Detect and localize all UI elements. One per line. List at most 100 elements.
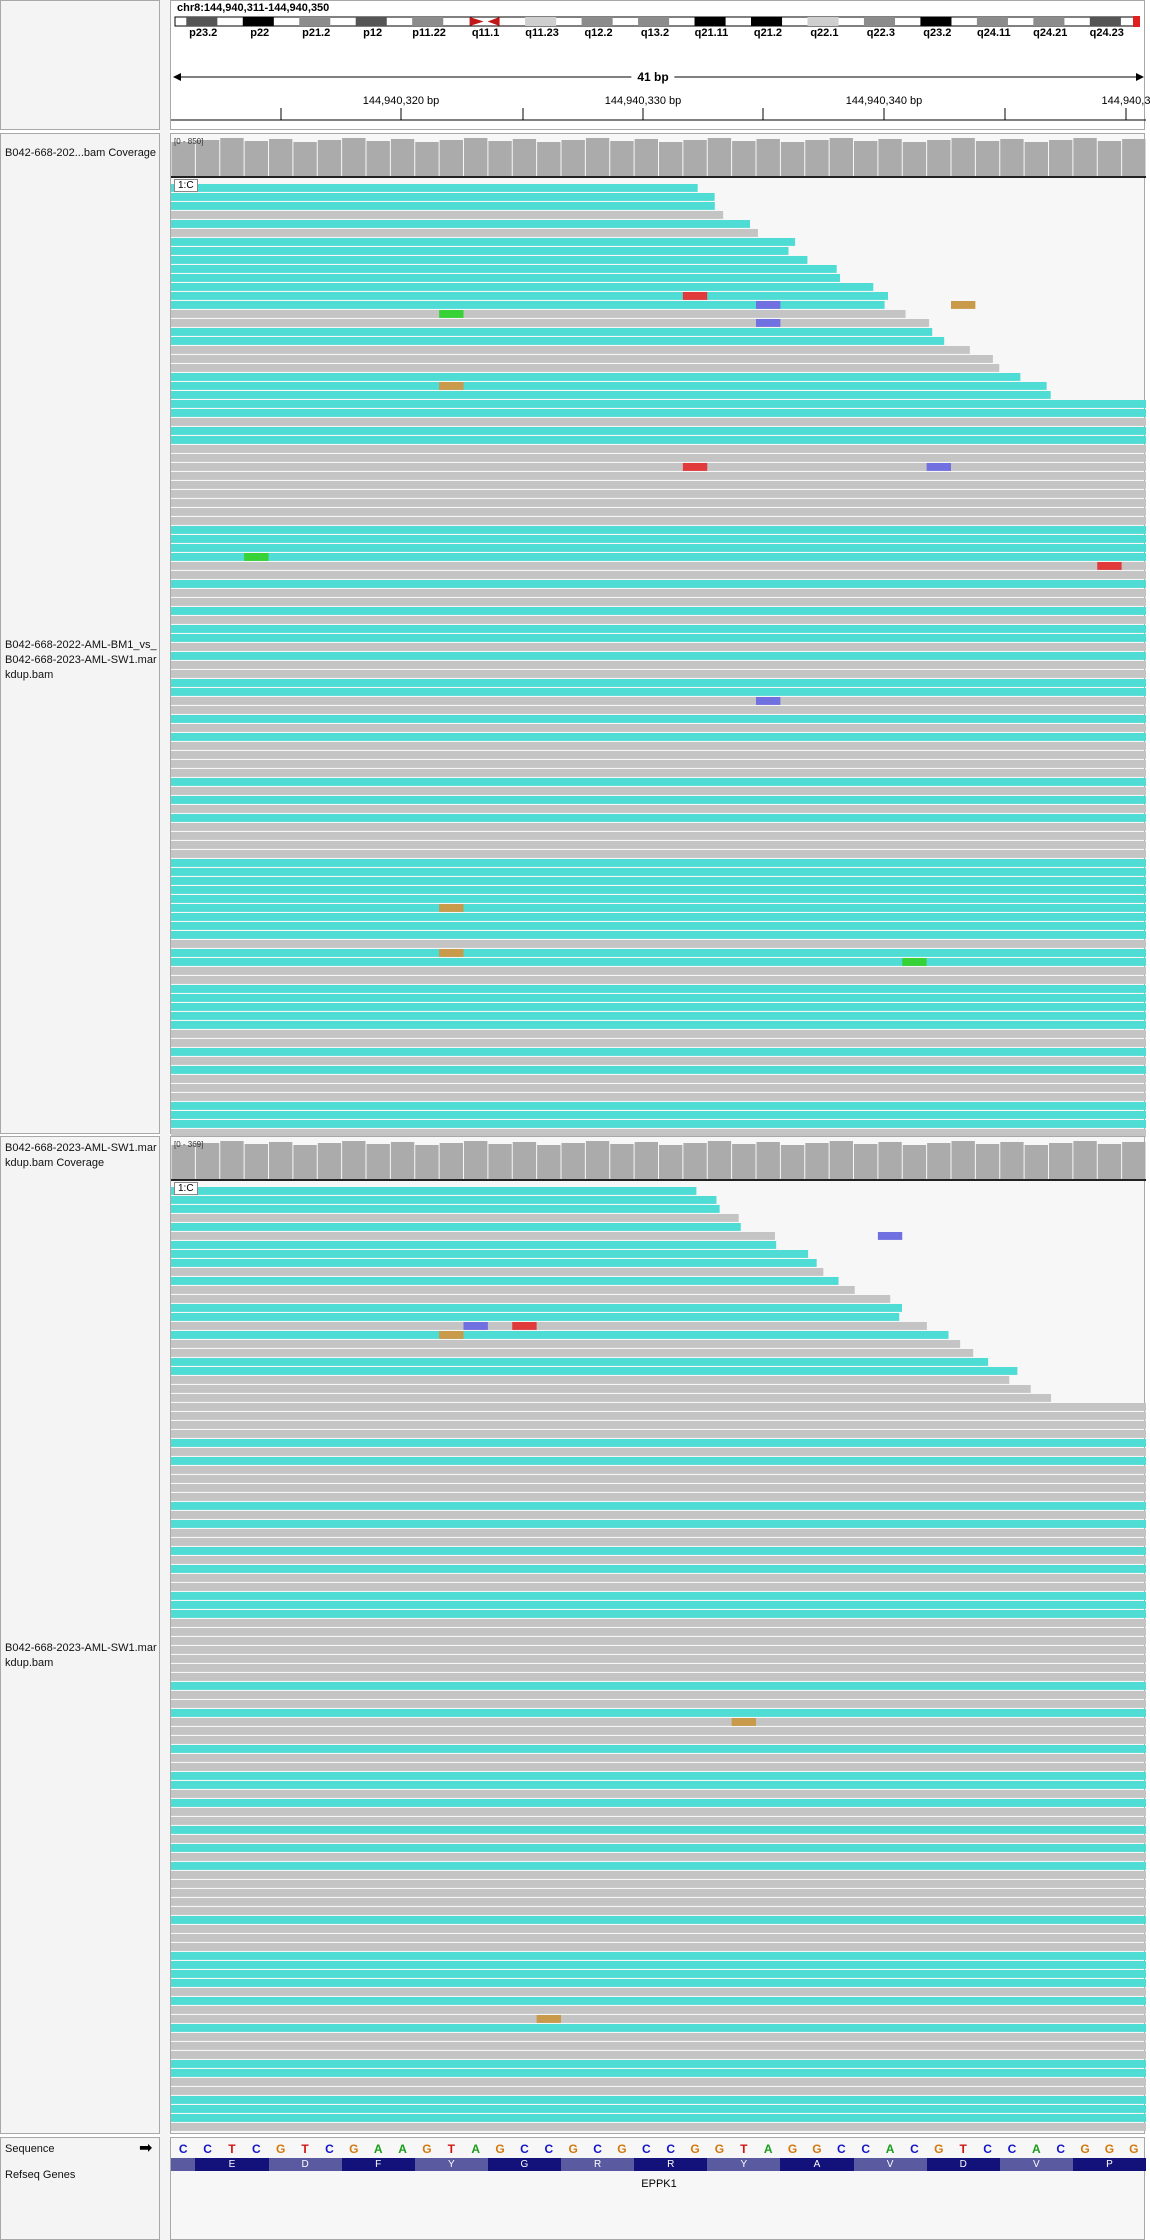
- aligned-read: [171, 391, 1051, 399]
- aligned-read: [171, 769, 1146, 777]
- aligned-read: [171, 355, 993, 363]
- aligned-read: [171, 1003, 1146, 1011]
- coverage-bar: [269, 139, 293, 176]
- aligned-read: [171, 1718, 1146, 1726]
- band-label: q22.1: [810, 27, 839, 39]
- aligned-read: [171, 670, 1146, 678]
- sequence-base: A: [763, 2142, 773, 2156]
- aligned-read: [171, 1259, 817, 1267]
- aligned-read: [171, 220, 751, 228]
- ideogram-band: [242, 17, 274, 26]
- bam2-alignment-track-name[interactable]: B042-668-2023-AML-SW1.markdup.bam: [5, 1642, 157, 1669]
- coverage-bar: [1000, 139, 1024, 176]
- mismatch-base: [926, 463, 951, 471]
- bam2-coverage-track[interactable]: [171, 1137, 1146, 1181]
- aligned-read: [171, 733, 1146, 741]
- sequence-base: G: [1104, 2142, 1115, 2156]
- aligned-read: [171, 562, 1146, 570]
- bam2-coverage-track-name[interactable]: B042-668-2023-AML-SW1.markdup.bam Covera…: [5, 1142, 157, 1169]
- aligned-read: [171, 742, 1146, 750]
- coverage-bar: [659, 142, 683, 176]
- sequence-track-name[interactable]: Sequence: [5, 2143, 55, 2155]
- coverage-bar: [464, 1141, 488, 1179]
- sequence-base: C: [641, 2142, 651, 2156]
- band-label: q11.1: [471, 27, 500, 39]
- aligned-read: [171, 1403, 1146, 1411]
- aligned-read: [171, 1844, 1146, 1852]
- ideogram-band: [299, 17, 331, 26]
- band-label: q24.23: [1089, 27, 1124, 39]
- amino-acid-cell: F: [341, 2158, 415, 2171]
- bam1-alignment-track[interactable]: [171, 180, 1146, 1137]
- chromosome-ideogram[interactable]: [171, 16, 1146, 28]
- refseq-genes-track-name[interactable]: Refseq Genes: [5, 2169, 76, 2181]
- aligned-read: [171, 706, 1146, 714]
- aligned-read: [171, 679, 1146, 687]
- aligned-read: [171, 823, 1146, 831]
- aligned-read: [171, 877, 1146, 885]
- ideogram-band: [863, 17, 895, 26]
- mismatch-base: [731, 1718, 756, 1726]
- aligned-read: [171, 1898, 1146, 1906]
- coverage-bar: [561, 1143, 585, 1179]
- aligned-read: [171, 1250, 809, 1258]
- coverage-bar: [293, 142, 317, 176]
- aligned-read: [171, 490, 1146, 498]
- coverage-bar: [805, 1143, 829, 1179]
- strand-arrow-icon[interactable]: ➡: [139, 2140, 153, 2157]
- ideogram-band: [751, 17, 783, 26]
- aligned-read: [171, 1295, 891, 1303]
- aligned-read: [171, 643, 1146, 651]
- mismatch-base: [756, 697, 781, 705]
- sequence-base: T: [740, 2142, 748, 2156]
- aligned-read: [171, 1493, 1146, 1501]
- mismatch-base: [439, 310, 464, 318]
- band-label: q24.11: [976, 27, 1011, 39]
- aligned-read: [171, 481, 1146, 489]
- aligned-read: [171, 373, 1021, 381]
- ideogram-band: [412, 17, 444, 26]
- aligned-read: [171, 1835, 1146, 1843]
- sequence-base: T: [447, 2142, 455, 2156]
- band-label: q22.3: [866, 27, 895, 39]
- aligned-read: [171, 571, 1146, 579]
- gene-name-label[interactable]: EPPK1: [641, 2178, 677, 2190]
- aligned-read: [171, 1808, 1146, 1816]
- bam1-coverage-track[interactable]: [171, 134, 1146, 178]
- band-label: q23.2: [923, 27, 952, 39]
- bam1-alignment-track-name[interactable]: B042-668-2022-AML-BM1_vs_B042-668-2023-A…: [5, 639, 157, 681]
- bam1-coverage-track-name[interactable]: B042-668-202...bam Coverage: [5, 147, 157, 159]
- coverage-bar: [878, 1142, 902, 1179]
- coverage-bar: [951, 1141, 975, 1179]
- amino-acid-cell: A: [780, 2158, 854, 2171]
- bam2-alignment-track[interactable]: [171, 1183, 1146, 2135]
- coverage-bar: [439, 1143, 463, 1179]
- coverage-bar: [220, 138, 244, 176]
- aligned-read: [171, 1268, 824, 1276]
- aligned-read: [171, 1754, 1146, 1762]
- aligned-read: [171, 2087, 1146, 2095]
- sequence-base: C: [1007, 2142, 1017, 2156]
- aligned-read: [171, 2069, 1146, 2077]
- coverage-bar: [780, 1145, 805, 1179]
- aligned-read: [171, 535, 1146, 543]
- aligned-read: [171, 184, 698, 192]
- aligned-read: [171, 1322, 927, 1330]
- aligned-read: [171, 2015, 1146, 2023]
- ideogram-band: [807, 17, 839, 26]
- coverage-bar: [415, 1145, 439, 1179]
- aligned-read: [171, 1412, 1146, 1420]
- aligned-read: [171, 2024, 1146, 2032]
- amino-acid-cell: R: [634, 2158, 708, 2171]
- aligned-read: [171, 1475, 1146, 1483]
- aligned-read: [171, 1331, 949, 1339]
- sequence-base: C: [178, 2142, 188, 2156]
- aligned-read: [171, 841, 1146, 849]
- aligned-read: [171, 1772, 1146, 1780]
- sequence-base: G: [1080, 2142, 1090, 2156]
- mismatch-base: [756, 301, 781, 309]
- sequence-base: C: [251, 2142, 261, 2156]
- aligned-read: [171, 922, 1146, 930]
- aligned-read: [171, 1457, 1146, 1465]
